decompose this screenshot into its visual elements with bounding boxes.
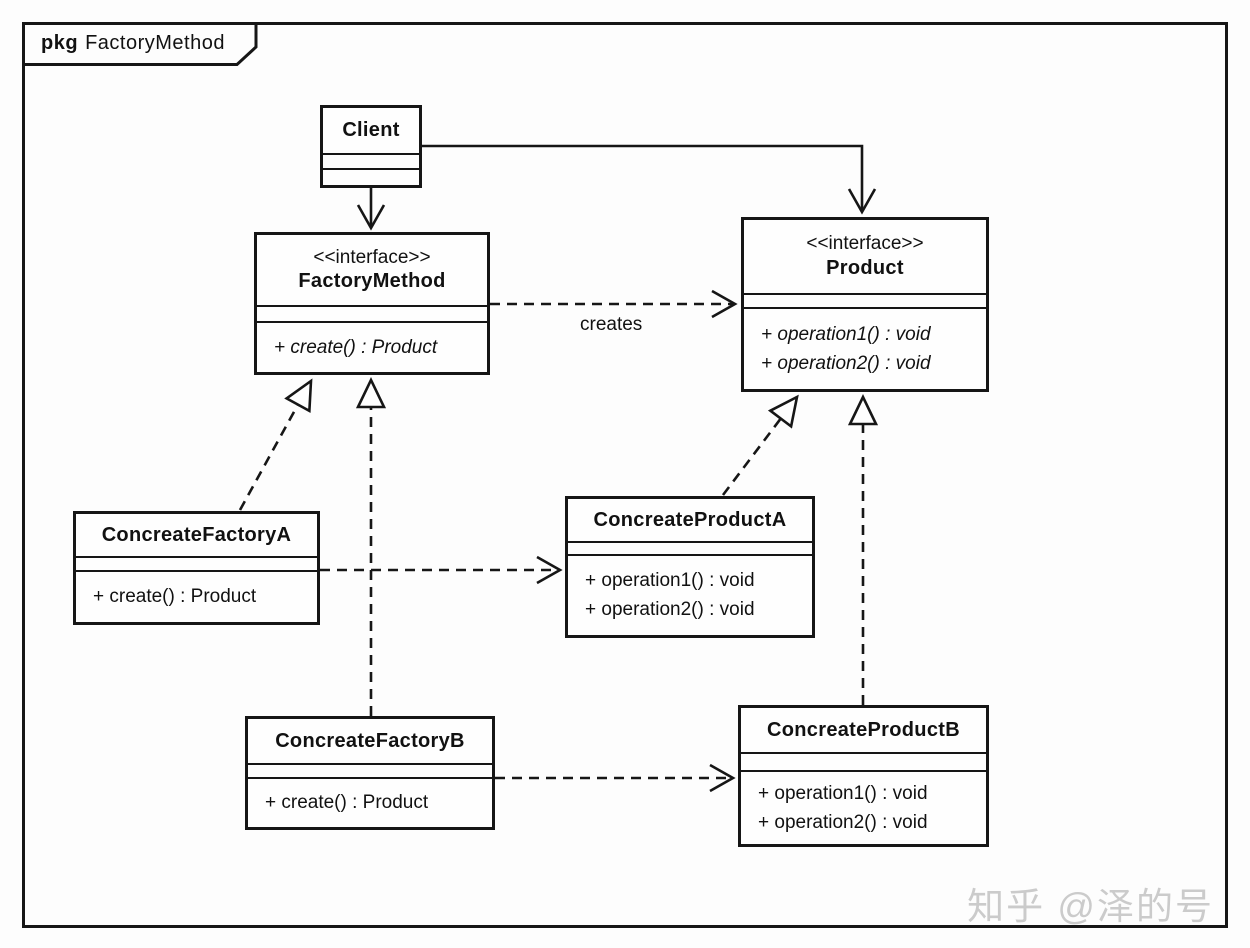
class-concreateproducta-attributes bbox=[568, 541, 812, 554]
class-name: ConcreateFactoryB bbox=[275, 729, 465, 752]
class-client-methods bbox=[323, 168, 419, 185]
edge-client-product bbox=[422, 144, 877, 215]
class-concreateproductb: ConcreateProductB + operation1() : void … bbox=[738, 705, 989, 847]
class-factorymethod-title: <<interface>> FactoryMethod bbox=[257, 235, 487, 305]
watermark: 知乎 @泽的号 bbox=[967, 886, 1214, 927]
class-concreatefactorya: ConcreateFactoryA + create() : Product bbox=[73, 511, 320, 625]
diagram-frame bbox=[22, 22, 1228, 928]
package-keyword: pkg bbox=[41, 32, 79, 54]
class-name: Product bbox=[826, 256, 904, 279]
method: + create() : Product bbox=[265, 792, 429, 813]
class-concreatefactoryb: ConcreateFactoryB + create() : Product bbox=[245, 716, 495, 830]
class-concreateproductb-attributes bbox=[741, 752, 986, 770]
class-name: ConcreateFactoryA bbox=[101, 523, 292, 546]
method: + create() : Product bbox=[274, 336, 438, 358]
package-label: pkg FactoryMethod bbox=[41, 32, 225, 55]
package-tab bbox=[22, 22, 258, 66]
class-concreatefactoryb-title: ConcreateFactoryB bbox=[248, 719, 492, 763]
class-product: <<interface>> Product + operation1() : v… bbox=[741, 217, 989, 392]
method: + operation2() : void bbox=[585, 599, 755, 620]
edge-concreatefactorya-factorymethod bbox=[238, 381, 311, 511]
stereotype: <<interface>> bbox=[806, 233, 924, 255]
class-client-title: Client bbox=[323, 108, 419, 153]
class-client: Client bbox=[320, 105, 422, 188]
class-concreatefactorya-title: ConcreateFactoryA bbox=[76, 514, 317, 556]
class-name: ConcreateProductA bbox=[593, 508, 787, 531]
method: + operation1() : void bbox=[758, 782, 928, 804]
class-name: FactoryMethod bbox=[298, 270, 446, 293]
class-concreateproducta-title: ConcreateProductA bbox=[568, 499, 812, 541]
class-concreatefactoryb-attributes bbox=[248, 763, 492, 777]
class-name: Client bbox=[342, 119, 400, 141]
package-name: FactoryMethod bbox=[85, 32, 225, 54]
class-factorymethod-methods: + create() : Product bbox=[257, 321, 487, 372]
class-concreatefactorya-methods: + create() : Product bbox=[76, 570, 317, 622]
class-concreatefactoryb-methods: + create() : Product bbox=[248, 777, 492, 827]
method: + operation1() : void bbox=[585, 570, 755, 591]
method: + operation2() : void bbox=[758, 811, 928, 833]
edge-concreateproducta-product bbox=[721, 397, 797, 496]
class-client-attributes bbox=[323, 153, 419, 168]
stereotype: <<interface>> bbox=[313, 246, 431, 268]
class-name: ConcreateProductB bbox=[767, 718, 960, 741]
class-concreatefactorya-attributes bbox=[76, 556, 317, 570]
method: + operation1() : void bbox=[761, 323, 931, 345]
class-concreateproductb-methods: + operation1() : void + operation2() : v… bbox=[741, 770, 986, 844]
class-concreateproducta-methods: + operation1() : void + operation2() : v… bbox=[568, 554, 812, 635]
class-product-methods: + operation1() : void + operation2() : v… bbox=[744, 307, 986, 389]
class-product-title: <<interface>> Product bbox=[744, 220, 986, 293]
method: + create() : Product bbox=[93, 586, 257, 607]
class-factorymethod: <<interface>> FactoryMethod + create() :… bbox=[254, 232, 490, 375]
edge-label-creates: creates bbox=[580, 314, 643, 335]
class-concreateproductb-title: ConcreateProductB bbox=[741, 708, 986, 752]
class-product-attributes bbox=[744, 293, 986, 307]
method: + operation2() : void bbox=[761, 352, 931, 374]
class-concreateproducta: ConcreateProductA + operation1() : void … bbox=[565, 496, 815, 638]
class-factorymethod-attributes bbox=[257, 305, 487, 321]
